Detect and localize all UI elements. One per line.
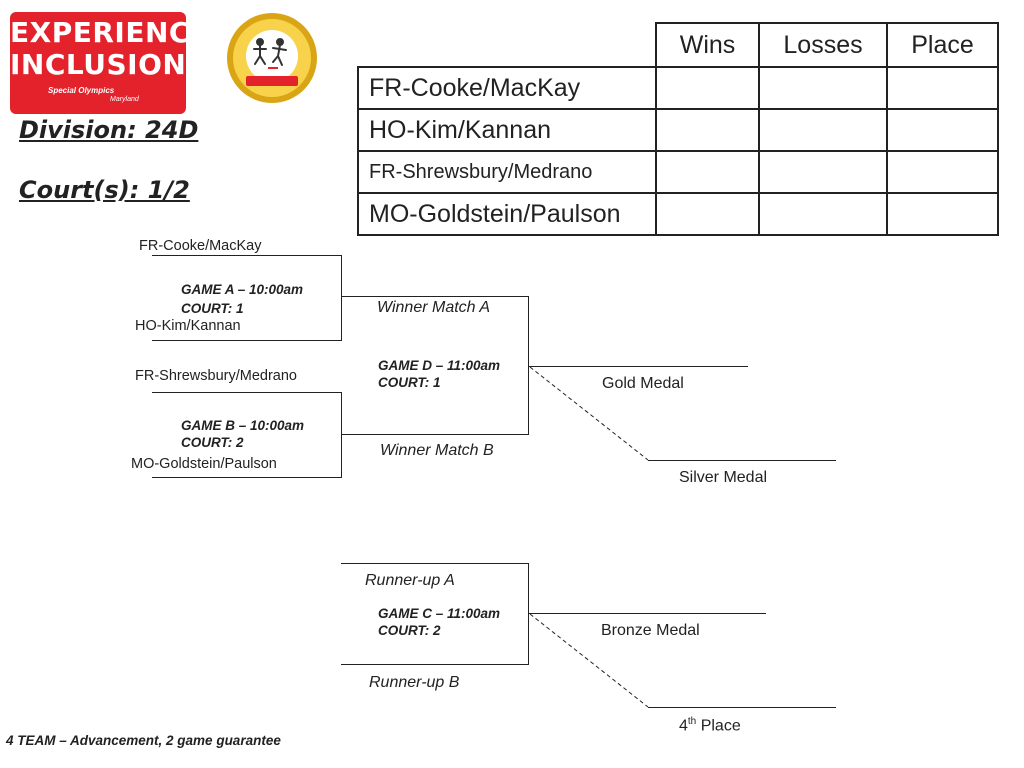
bracket-line-winner-a (341, 296, 529, 297)
wins-cell[interactable] (655, 66, 760, 110)
corner-cell (358, 23, 657, 68)
special-olympics-maryland-seal (227, 13, 317, 103)
bracket-line-team4 (152, 477, 342, 478)
losses-cell[interactable] (758, 108, 888, 152)
table-row: MO-Goldstein/Paulson (357, 192, 999, 236)
bracket-connector-b (341, 392, 342, 478)
place-cell[interactable] (886, 150, 999, 194)
winner-match-a-label: Winner Match A (377, 299, 491, 316)
team-name-cell: FR-Cooke/MacKay (357, 66, 657, 110)
game-d-court: COURT: 1 (378, 375, 441, 390)
table-row: FR-Cooke/MacKay (357, 66, 999, 110)
col-header-losses: Losses (758, 22, 888, 68)
bracket-connector-c (528, 563, 529, 665)
gold-medal-label: Gold Medal (602, 375, 684, 392)
logo-line-3: Special Olympics (48, 86, 115, 95)
logo-line-1: EXPERIENCE (10, 16, 210, 49)
bracket-line-gold (528, 366, 748, 367)
game-a-time: GAME A – 10:00am (181, 282, 304, 297)
place-cell[interactable] (886, 108, 999, 152)
bronze-medal-label: Bronze Medal (601, 622, 700, 639)
experience-inclusion-logo: EXPERIENCE INCLUSION Special Olympics Ma… (10, 12, 210, 114)
game-a-court: COURT: 1 (181, 301, 244, 316)
standings-table: Wins Losses Place FR-Cooke/MacKay HO-Kim… (357, 22, 999, 236)
bracket-team-3: FR-Shrewsbury/Medrano (135, 368, 297, 384)
game-b-time: GAME B – 10:00am (181, 418, 305, 433)
col-header-place: Place (886, 22, 999, 68)
team-name-cell: MO-Goldstein/Paulson (357, 192, 657, 236)
game-b-court: COURT: 2 (181, 435, 244, 450)
runnerup-b-label: Runner-up B (369, 674, 460, 691)
fourth-place-label: 4th Place (679, 716, 741, 735)
wins-cell[interactable] (655, 192, 760, 236)
fourth-num: 4 (679, 717, 688, 735)
bracket-line-team1 (152, 255, 342, 256)
bracket-line-silver (648, 460, 836, 461)
bracket-line-team3 (152, 392, 342, 393)
place-cell[interactable] (886, 66, 999, 110)
bracket-connector-d (528, 296, 529, 435)
footer-note: 4 TEAM – Advancement, 2 game guarantee (6, 733, 281, 748)
bracket-team-1: FR-Cooke/MacKay (139, 238, 262, 254)
standings-header-row: Wins Losses Place (358, 22, 999, 68)
team-name-cell: FR-Shrewsbury/Medrano (357, 150, 657, 194)
fourth-sup: th (687, 716, 697, 727)
wins-cell[interactable] (655, 108, 760, 152)
division-heading: Division: 24D (19, 116, 199, 144)
team-name-cell: HO-Kim/Kannan (357, 108, 657, 152)
game-c-time: GAME C – 11:00am (378, 606, 501, 621)
game-d-time: GAME D – 11:00am (378, 358, 501, 373)
losses-cell[interactable] (758, 150, 888, 194)
col-header-wins: Wins (655, 22, 760, 68)
table-row: HO-Kim/Kannan (357, 108, 999, 152)
bracket-line-runnerup-b (341, 664, 529, 665)
wins-cell[interactable] (655, 150, 760, 194)
courts-heading: Court(s): 1/2 (19, 176, 190, 204)
bracket-team-4: MO-Goldstein/Paulson (131, 456, 277, 472)
logo-line-2: INCLUSION (10, 48, 187, 81)
losses-cell[interactable] (758, 192, 888, 236)
bracket-connector-a (341, 255, 342, 341)
table-row: FR-Shrewsbury/Medrano (357, 150, 999, 194)
bracket-line-bronze (528, 613, 766, 614)
place-cell[interactable] (886, 192, 999, 236)
bracket-team-2: HO-Kim/Kannan (135, 318, 241, 334)
bracket-line-winner-b (341, 434, 529, 435)
winner-match-b-label: Winner Match B (380, 442, 494, 459)
runnerup-a-label: Runner-up A (365, 572, 455, 589)
logo-line-4: Maryland (110, 96, 139, 103)
fourth-word: Place (700, 717, 741, 735)
bracket-line-fourth (648, 707, 836, 708)
bracket-line-team2 (152, 340, 342, 341)
game-c-court: COURT: 2 (378, 623, 441, 638)
losses-cell[interactable] (758, 66, 888, 110)
bracket-line-runnerup-a (341, 563, 529, 564)
silver-medal-label: Silver Medal (679, 469, 768, 486)
